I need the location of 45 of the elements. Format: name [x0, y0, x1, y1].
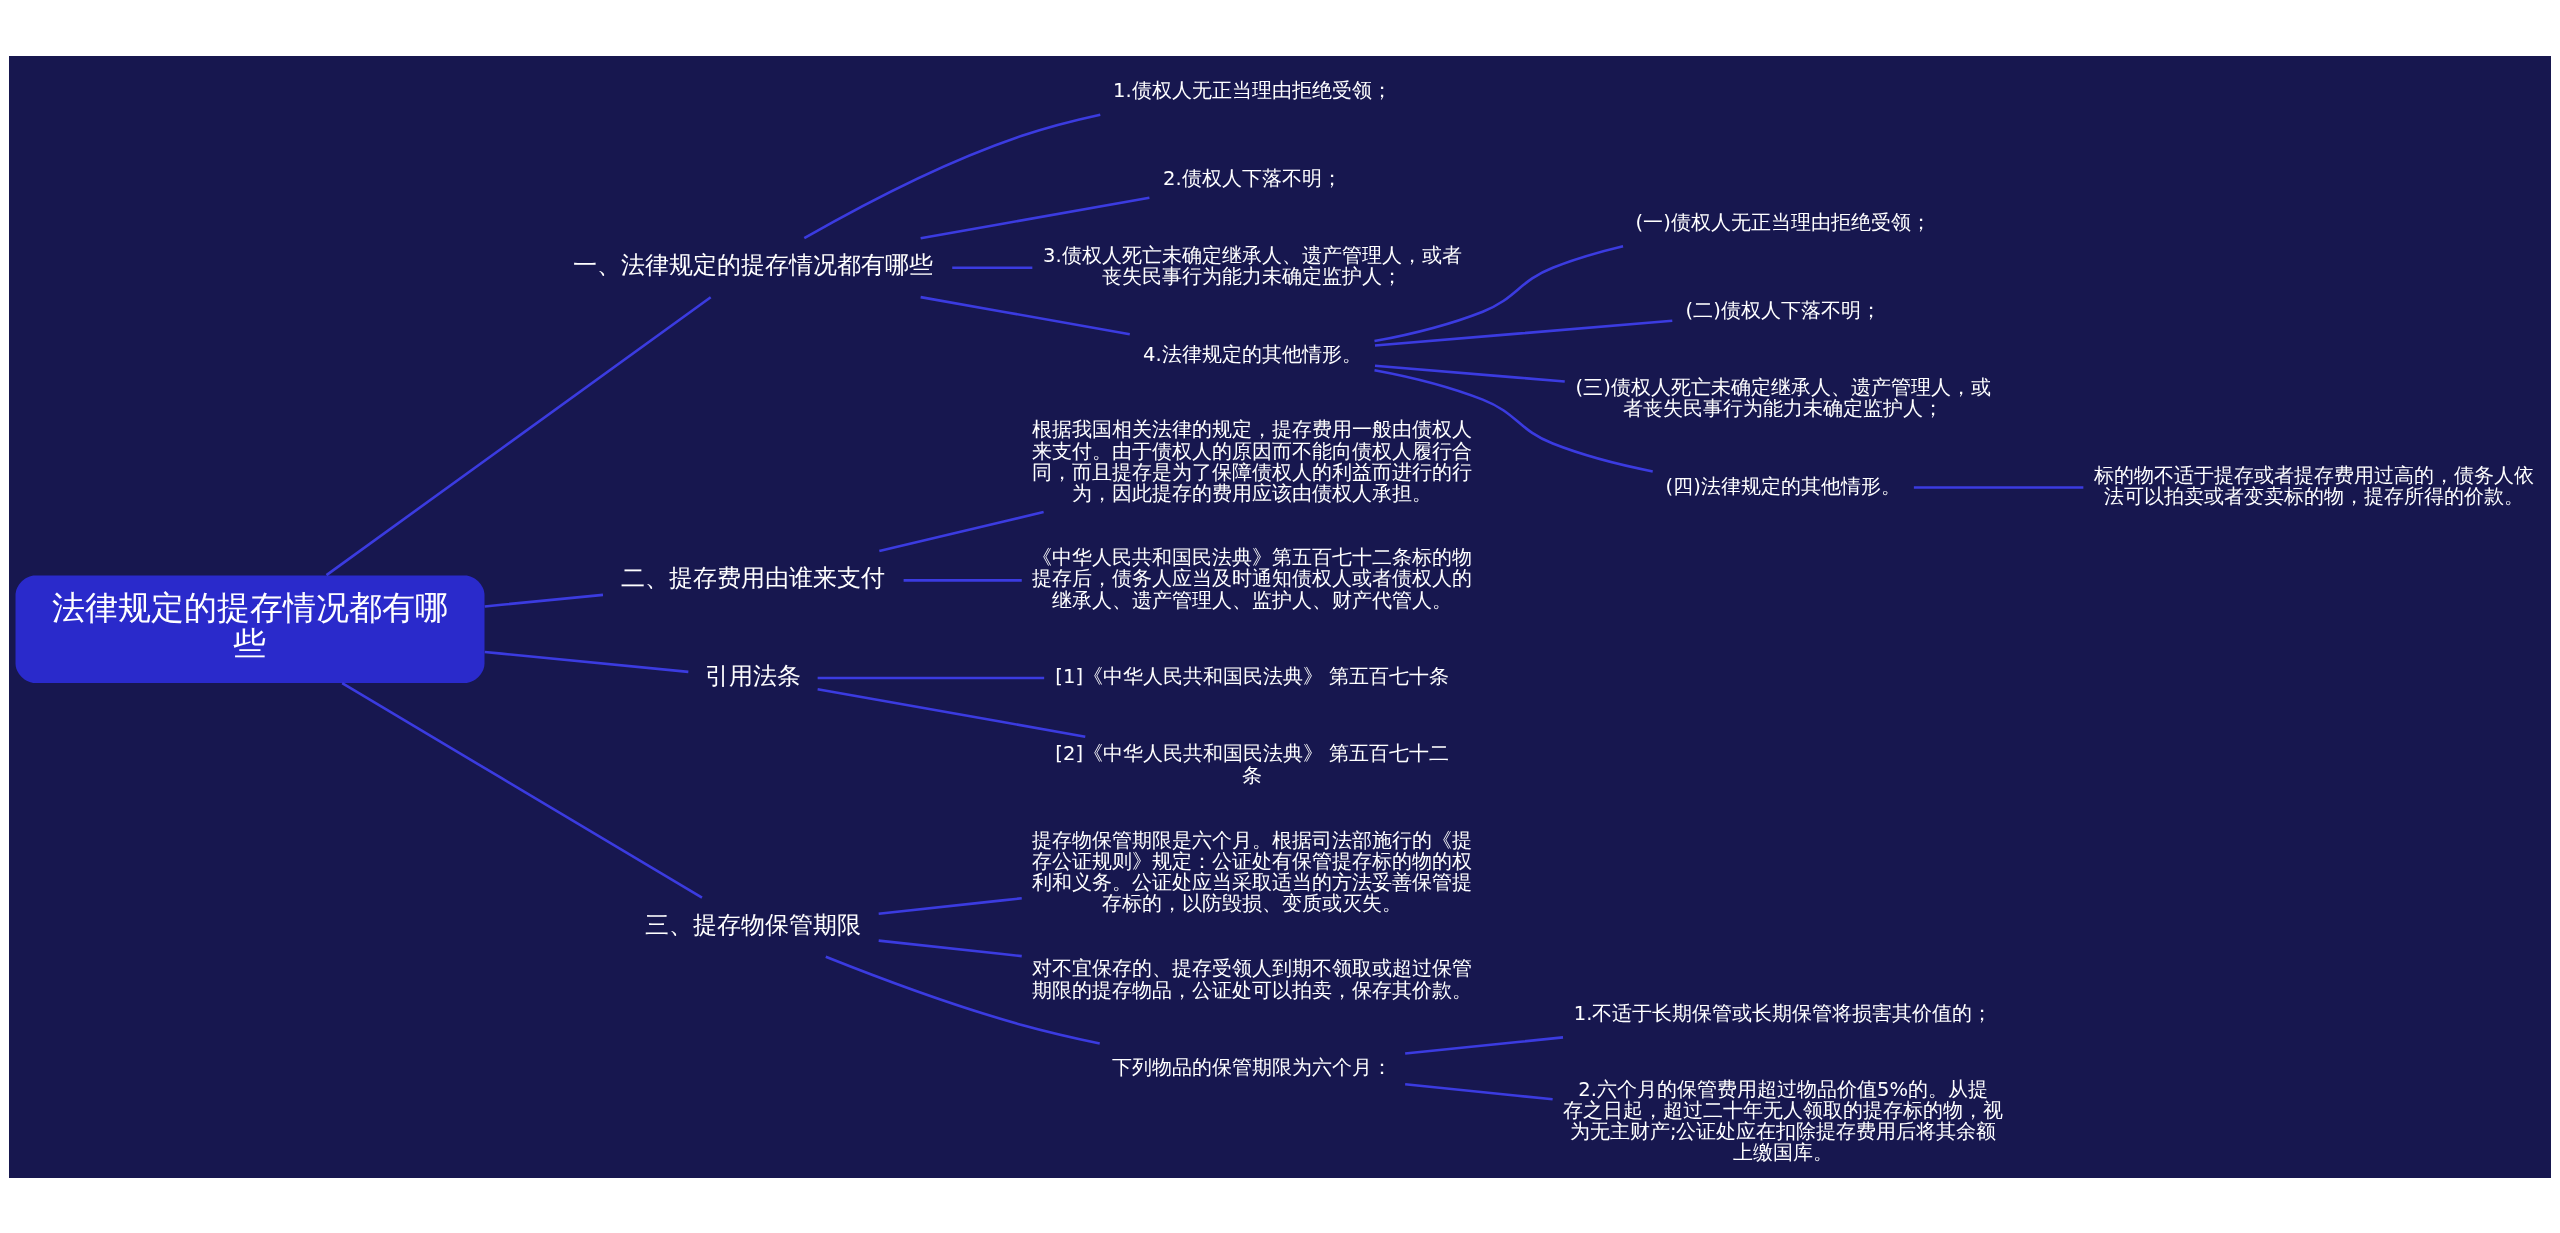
connector	[1405, 1082, 1553, 1101]
connector	[817, 676, 1045, 679]
node-text: 《中华人民共和国民法典》第五百七十二条标的物提存后，债务人应当及时通知债权人或者债权人的继承人、遗产管理人、监护人、财产代管人。	[1032, 545, 1473, 612]
connector	[803, 112, 1101, 239]
connector	[325, 295, 712, 576]
node-text: 引用法条	[705, 660, 802, 690]
connector	[920, 295, 1130, 335]
node-text: 根据我国相关法律的规定，提存费用一般由债权人来支付。由于债权人的原因而不能向债权人履行合同，而且提存是为了保障债权人的利益而进行的行为，因此提存的费用应该由债权人承担。	[1032, 417, 1473, 505]
node-text: 下列物品的保管期限为六个月：	[1112, 1055, 1393, 1079]
connector	[1374, 363, 1565, 383]
connector	[878, 896, 1022, 915]
connector	[952, 265, 1033, 269]
node-text: (一)债权人无正当理由拒绝受领；	[1635, 210, 1931, 234]
node-text: [2]《中华人民共和国民法典》 第五百七十二条	[1055, 741, 1450, 787]
connector	[1374, 368, 1653, 473]
node-box: 法律规定的提存情况都有哪些	[15, 574, 485, 683]
node-text: 三、提存物保管期限	[645, 909, 862, 939]
connector	[1374, 244, 1624, 342]
connector	[1405, 1035, 1564, 1055]
node-text: 1.债权人无正当理由拒绝受领；	[1113, 78, 1392, 102]
connector	[484, 650, 689, 673]
node-text: 一、法律规定的提存情况都有哪些	[573, 249, 934, 279]
node-text: 2.六个月的保管费用超过物品价值5%的。从提存之日起，超过二十年无人领取的提存标的物，视为无主财产;公证处应在扣除提存费用后将其余额上缴国库。	[1563, 1077, 2004, 1164]
connector	[825, 955, 1100, 1045]
node-text: 提存物保管期限是六个月。根据司法部施行的《提存公证规则》规定：公证处有保管提存标的物的权利和义务。公证处应当采取适当的方法妥善保管提存标的，以防毁损、变质或灭失。	[1032, 828, 1473, 915]
connector	[1913, 485, 2084, 489]
node-text: 3.债权人死亡未确定继承人、遗产管理人，或者丧失民事行为能力未确定监护人；	[1043, 243, 1462, 288]
node-text: (四)法律规定的其他情形。	[1665, 474, 1901, 498]
node-text: 2.债权人下落不明；	[1163, 166, 1342, 190]
node-text: (二)债权人下落不明；	[1685, 298, 1881, 322]
connector	[817, 687, 1086, 738]
connector	[1374, 318, 1673, 347]
node-text: (三)债权人死亡未确定继承人、遗产管理人，或者丧失民事行为能力未确定监护人；	[1575, 375, 1991, 420]
node-text: [1]《中华人民共和国民法典》 第五百七十条	[1055, 664, 1450, 688]
connector	[341, 681, 703, 899]
connector	[879, 510, 1044, 552]
node-text: 1.不适于长期保管或长期保管将损害其价值的；	[1573, 1001, 1993, 1025]
connector	[484, 593, 604, 608]
node-text: 标的物不适于提存或者提存费用过高的，债务人依法可以拍卖或者变卖标的物，提存所得的价款。	[2094, 463, 2535, 508]
connector	[920, 195, 1150, 240]
node-text: 对不宜保存的、提存受领人到期不领取或超过保管期限的提存物品，公证处可以拍卖，保存其价款。	[1032, 956, 1473, 1002]
connector	[878, 938, 1022, 957]
node-text: 4.法律规定的其他情形。	[1143, 342, 1362, 366]
connector	[903, 578, 1022, 582]
node-text: 二、提存费用由谁来支付	[621, 562, 886, 592]
